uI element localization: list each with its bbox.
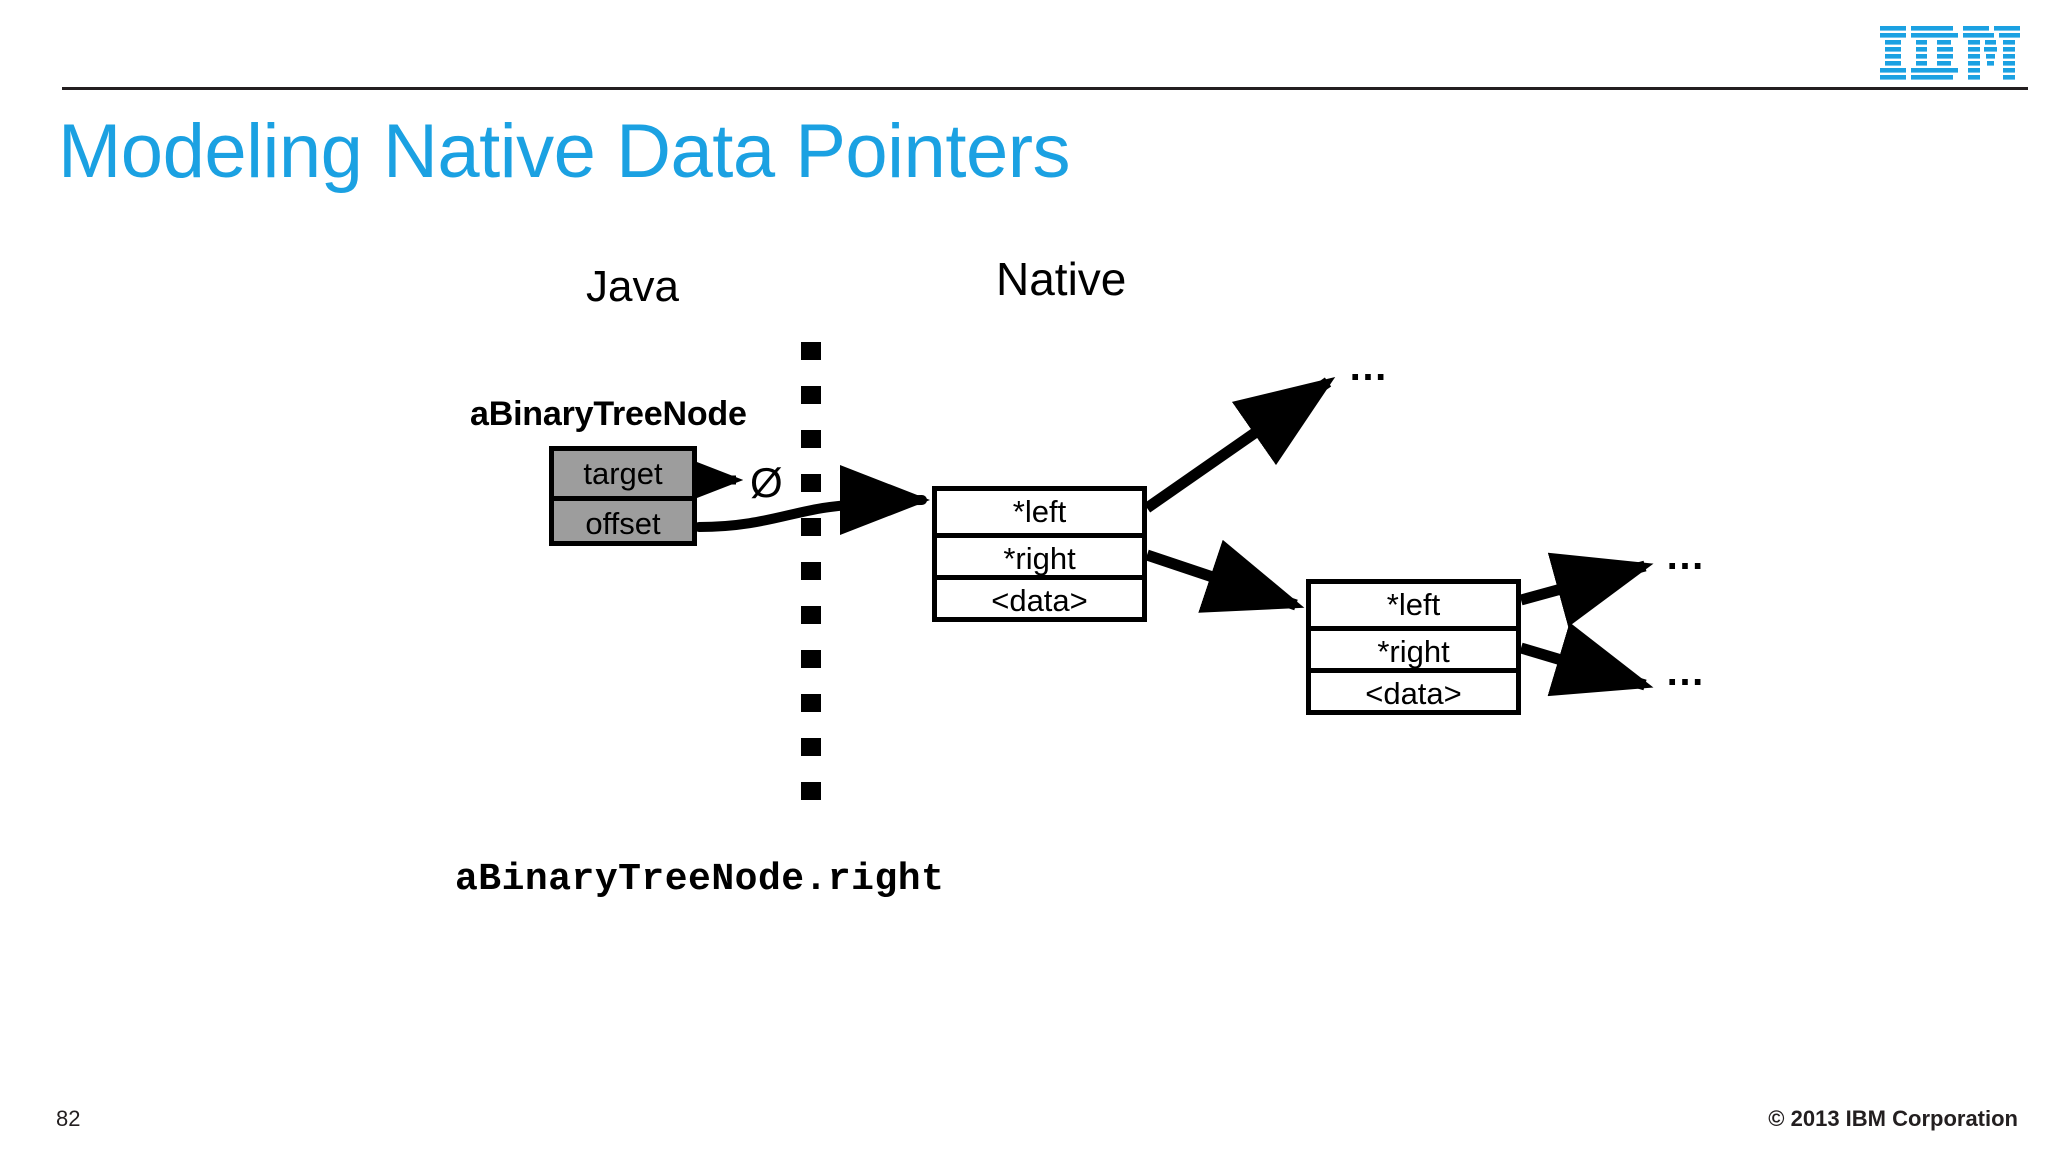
continuation-marker-1: … — [1348, 345, 1390, 389]
java-field-target: target — [554, 451, 692, 496]
node1-left-arrow — [1143, 376, 1336, 513]
continuation-marker-2: … — [1665, 534, 1707, 578]
native-node-1: *left *right <data> — [932, 486, 1147, 622]
node2-right-arrow — [1519, 622, 1654, 697]
null-symbol: Ø — [750, 459, 783, 506]
node1-right-arrow — [1145, 539, 1305, 613]
native-node-2-field-left: *left — [1311, 584, 1516, 626]
continuation-marker-3: … — [1665, 650, 1707, 694]
node2-left-arrow — [1519, 552, 1654, 627]
java-field-offset: offset — [554, 496, 692, 541]
lane-label-java: Java — [586, 262, 679, 311]
native-node-1-field-data: <data> — [937, 575, 1142, 618]
java-object-box: target offset — [549, 446, 697, 546]
diagram-caption: aBinaryTreeNode.right — [455, 858, 945, 901]
native-node-1-field-right: *right — [937, 533, 1142, 576]
java-object-name: aBinaryTreeNode — [470, 395, 747, 433]
offset-to-node1-arrow — [694, 465, 931, 536]
page-number: 82 — [56, 1106, 81, 1131]
native-node-2: *left *right <data> — [1306, 579, 1521, 715]
native-node-1-field-left: *left — [937, 491, 1142, 533]
native-node-2-field-data: <data> — [1311, 668, 1516, 711]
ibm-logo-icon — [1880, 26, 2020, 80]
copyright-notice: © 2013 IBM Corporation — [1768, 1106, 2018, 1131]
native-node-2-field-right: *right — [1311, 626, 1516, 669]
page-title: Modeling Native Data Pointers — [58, 109, 1071, 194]
lane-label-native: Native — [996, 253, 1127, 305]
header-divider — [62, 87, 2028, 90]
